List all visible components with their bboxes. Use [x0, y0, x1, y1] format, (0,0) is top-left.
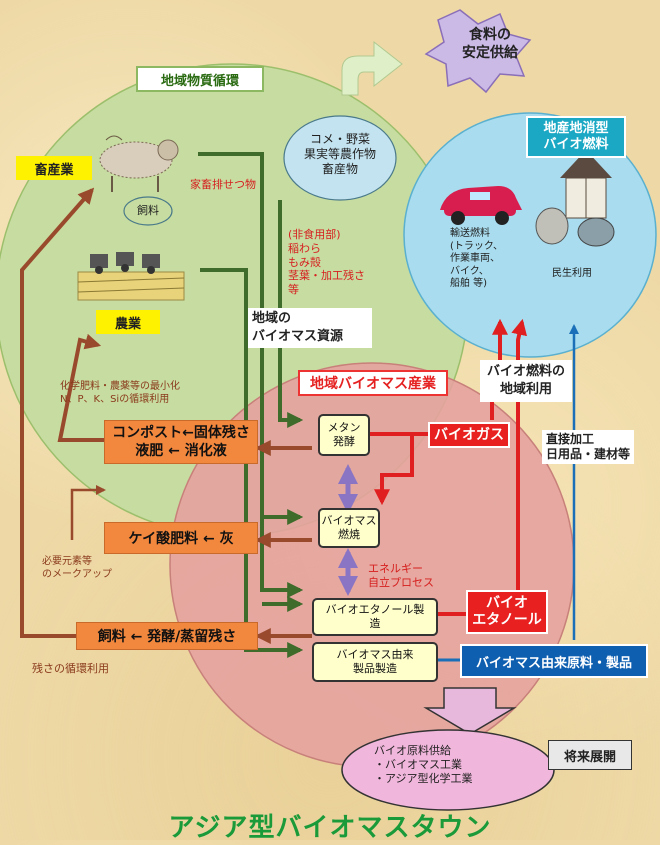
bioethanol-mfg-box: バイオエタノール製 造: [312, 598, 438, 636]
crops-ellipse: [283, 115, 397, 201]
future-down-arrow: [423, 687, 517, 735]
feed-label: 飼料: [137, 204, 159, 217]
biomass-burn-box: バイオマス 燃焼: [318, 508, 380, 548]
brown-arrow-fertilizer: [57, 333, 104, 442]
compost-box: コンポスト←固体残さ 液肥 ← 消化液: [104, 420, 258, 464]
livestock-illustration: [99, 135, 179, 192]
feed-residue-box: 飼料 ← 発酵/蒸留残さ: [76, 622, 258, 650]
future-expansion-box: 将来展開: [548, 740, 632, 770]
brown-arrow-makeup: [70, 485, 106, 540]
non-food-label: (非食用部) 稲わら もみ殻 茎葉・加工残さ 等: [288, 228, 365, 296]
food-supply-badge: [424, 9, 532, 94]
biofuel-local-label: バイオ燃料の 地域利用: [480, 360, 572, 402]
livestock-label: 畜産業: [16, 156, 92, 180]
element-makeup-label: 必要元素等 のメークアップ: [42, 556, 112, 580]
food-supply-label: 食料の 安定供給: [462, 27, 518, 61]
regional-cycle-label: 地域物質循環: [136, 66, 264, 92]
direct-processing-label: 直接加工 日用品・建材等: [542, 430, 635, 464]
civil-use-label: 民生利用: [552, 268, 592, 279]
energy-self-label: エネルギー 自立プロセス: [368, 562, 434, 589]
residue-recycle-label: 残さの循環利用: [32, 662, 109, 675]
transport-fuel-label: 輸送燃料 (トラック、 作業車両、 バイク、 船舶 等): [450, 228, 504, 289]
car-illustration: [440, 186, 522, 225]
red-arrow-biogas-burn: [374, 434, 414, 506]
green-arrow-crops: [278, 200, 304, 428]
local-biofuel-label: 地産地消型 バイオ燃料: [526, 116, 626, 158]
fertilizer-note: 化学肥料・農薬等の最小化 N、P、K、Siの循環利用: [60, 381, 180, 405]
feed-ellipse: [123, 196, 173, 226]
crops-label: コメ・野菜 果実等農作物 畜産物: [303, 132, 376, 176]
biomass-materials-box: バイオマス由来原料・製品: [460, 644, 648, 678]
biomass-products-mfg-box: バイオマス由来 製品製造: [312, 642, 438, 682]
methane-fermentation-box: メタン 発酵: [318, 414, 370, 456]
biomass-resource-label: 地域の バイオマス資源: [248, 308, 372, 348]
red-arrow-ethanol-up: [511, 318, 528, 600]
silicate-box: ケイ酸肥料 ← 灰: [104, 522, 258, 554]
house-illustration: [535, 150, 615, 247]
farming-illustration: [77, 252, 185, 301]
green-arrow-livestock: [198, 152, 304, 598]
food-supply-arrow: [341, 40, 403, 96]
bio-supply-ellipse: [341, 729, 555, 811]
regional-industry-label: 地域バイオマス産業: [298, 370, 448, 396]
agriculture-label: 農業: [96, 310, 160, 334]
page-title: アジア型バイオマスタウン: [168, 813, 492, 843]
brown-arrow-residue: [20, 187, 95, 638]
livestock-waste-label: 家畜排せつ物: [190, 178, 256, 191]
biogas-box: バイオガス: [428, 422, 510, 448]
bio-supply-label: バイオ原料供給 ・バイオマス工業 ・アジア型化学工業: [374, 744, 473, 785]
bio-ethanol-box: バイオ エタノール: [466, 590, 548, 634]
